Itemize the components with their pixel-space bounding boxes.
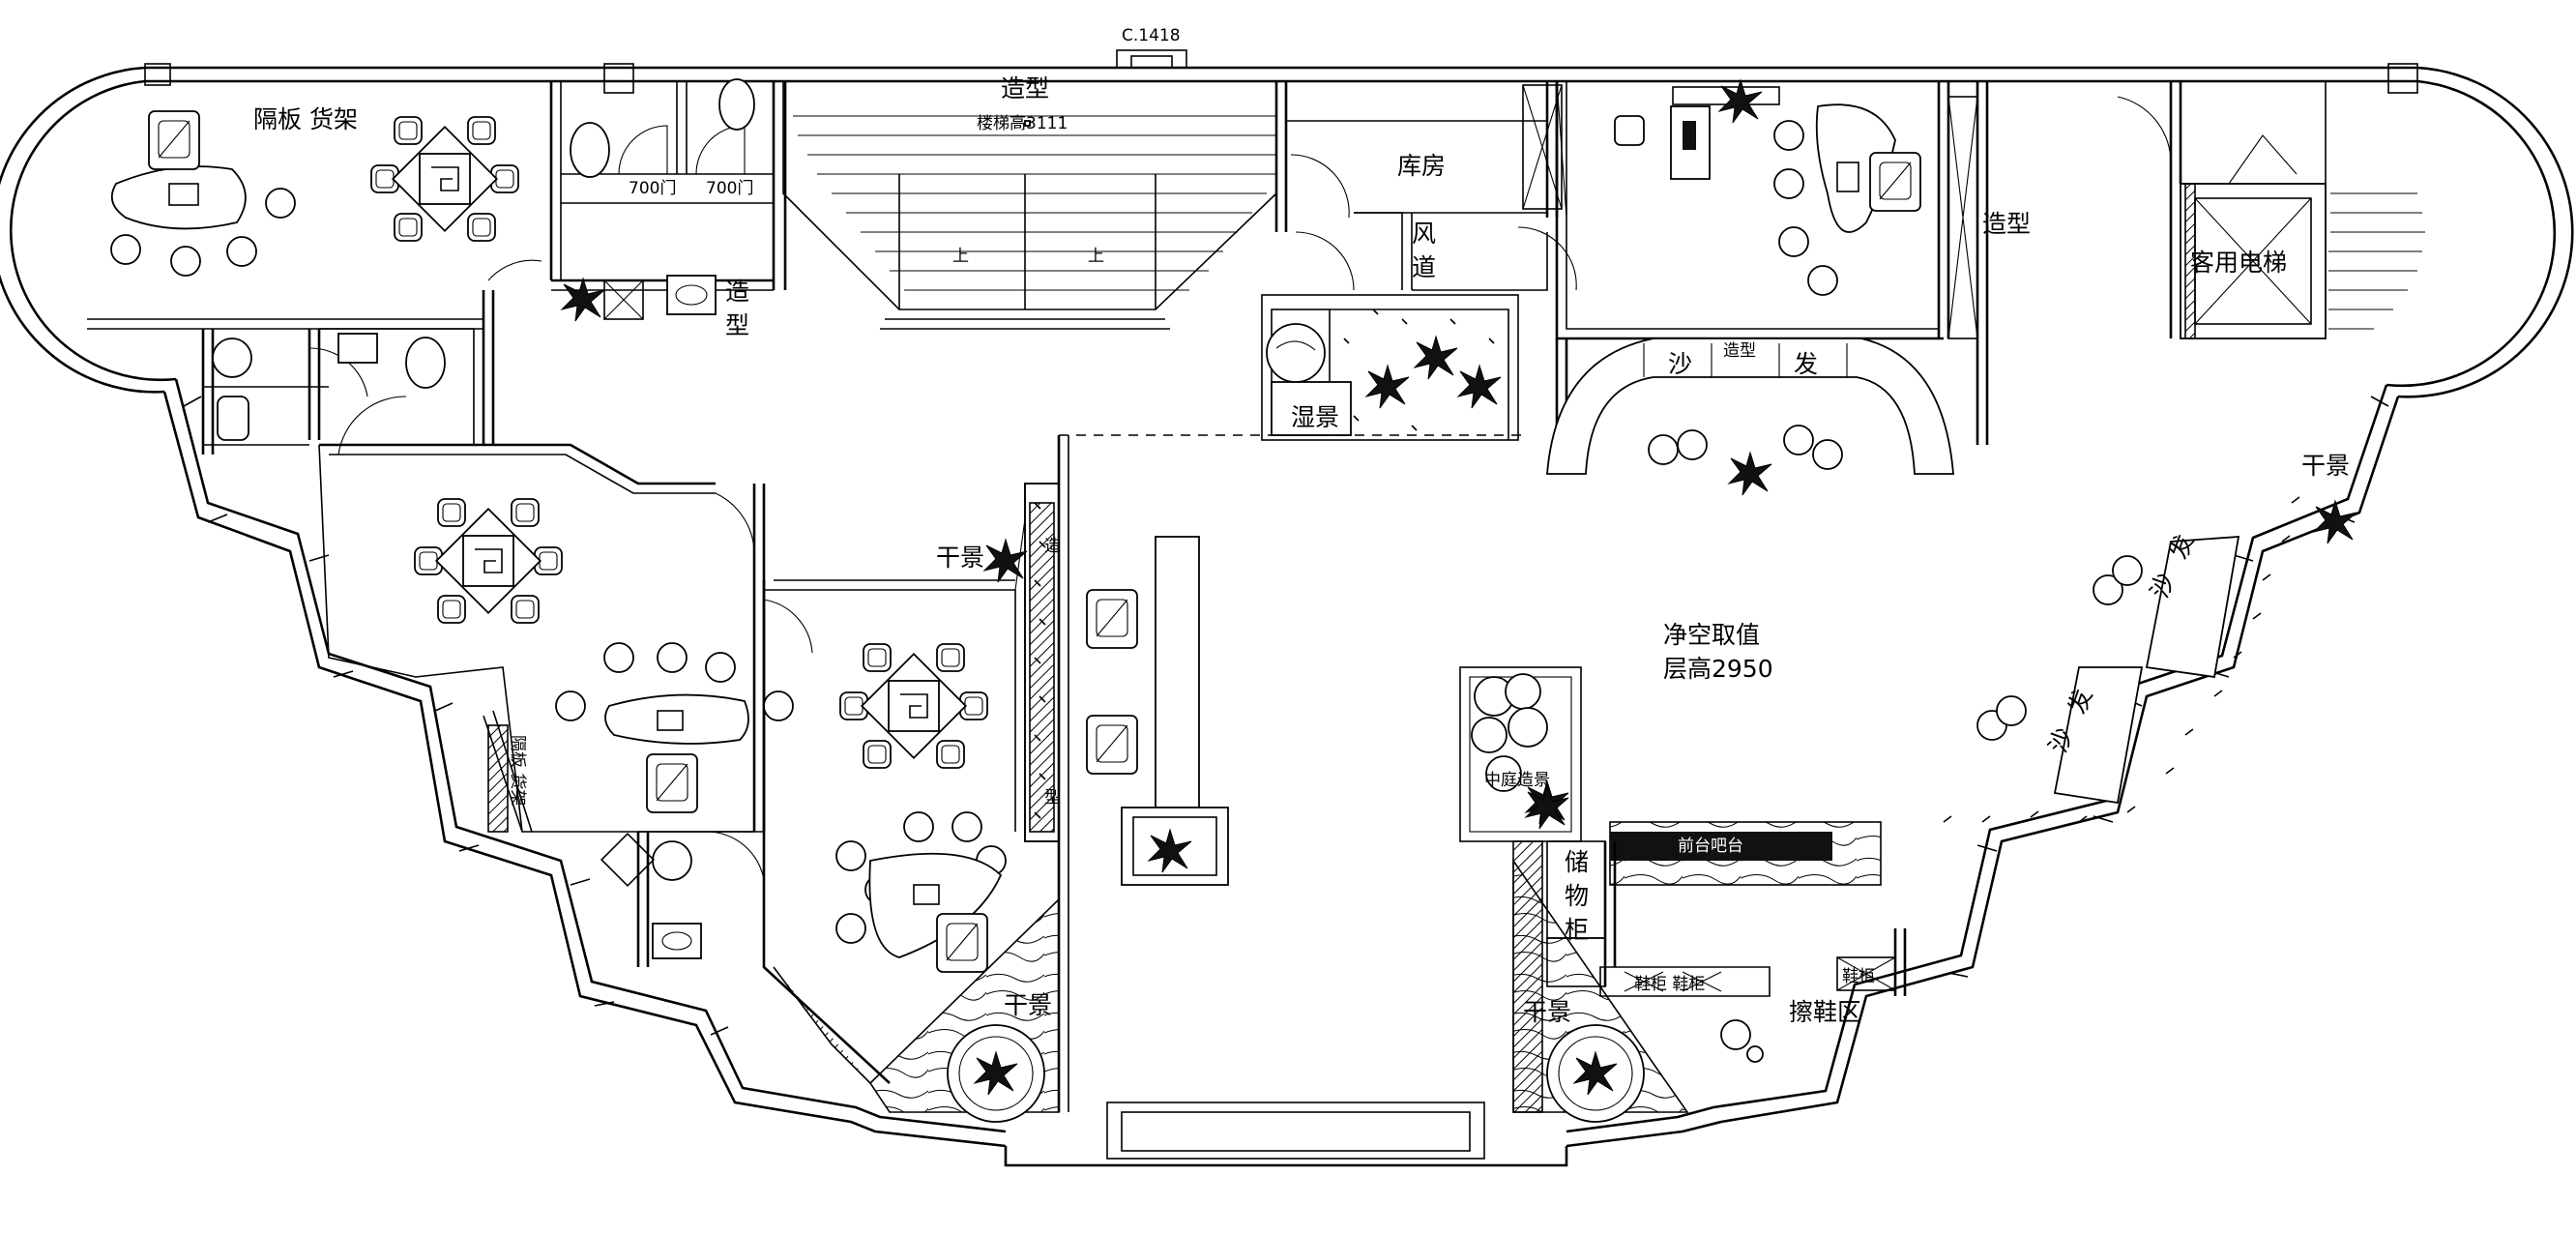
label-sofa-top-3: 发 xyxy=(1794,350,1818,378)
label-dry-scene-bottom-left: 干景 xyxy=(1004,991,1052,1019)
label-shelf-mid: 隔板 货架 xyxy=(508,735,527,806)
label-door-2: 700门 xyxy=(706,179,753,198)
label-dry-scene-bottom-right: 干景 xyxy=(1523,998,1571,1026)
label-model-bath-1: 造 xyxy=(725,278,749,306)
label-floor-height: 层高2950 xyxy=(1663,655,1773,683)
label-stair-up-1: 上 xyxy=(952,247,969,266)
label-sofa-top-1: 沙 xyxy=(1668,350,1692,378)
outer-walls xyxy=(0,49,2574,1167)
door-swings xyxy=(308,96,2172,881)
interior-walls xyxy=(87,80,2425,1113)
label-cabinet-2: 物 xyxy=(1565,882,1589,910)
label-wet-scene: 湿景 xyxy=(1291,403,1339,431)
stair-treads xyxy=(793,115,1276,330)
label-shelf-top: 隔板 货架 xyxy=(253,105,358,133)
label-air-duct-1: 风 xyxy=(1412,220,1436,248)
label-model-left-1: 造 xyxy=(1044,537,1061,556)
label-stair-up-2: 上 xyxy=(1088,247,1104,266)
label-model-top: 造型 xyxy=(1001,74,1049,103)
label-shoe-cab: 鞋柜 鞋柜 xyxy=(1634,975,1705,994)
label-model-bath-2: 型 xyxy=(725,311,749,339)
label-model-left-2: 型 xyxy=(1044,788,1061,808)
label-door-1: 700门 xyxy=(629,179,676,198)
label-courtyard: 中庭造景 xyxy=(1484,771,1550,790)
label-air-duct-2: 道 xyxy=(1412,253,1436,281)
furniture xyxy=(110,78,2240,1063)
label-elevator: 客用电梯 xyxy=(2190,249,2287,277)
label-sofa-top-2: 造型 xyxy=(1723,341,1756,361)
label-top-code: C.1418 xyxy=(1122,26,1181,45)
label-counter: 前台吧台 xyxy=(1678,837,1743,856)
label-cabinet-1: 储 xyxy=(1565,848,1589,876)
plants xyxy=(947,308,2357,1123)
label-model-right: 造型 xyxy=(1982,210,2031,238)
label-stair-note: 楼梯高3111 xyxy=(977,114,1068,133)
label-clearance: 净空取值 xyxy=(1663,621,1760,649)
label-dry-scene-right: 干景 xyxy=(2301,452,2350,480)
labels: C.1418 造型 楼梯高3111 上 上 库房 风 道 湿景 造 型 隔板 货… xyxy=(253,26,2350,1026)
label-shoe-cab-right: 鞋柜 xyxy=(1842,967,1875,986)
label-cabinet-3: 柜 xyxy=(1565,916,1589,944)
label-dry-scene-left: 干景 xyxy=(936,544,984,572)
label-shoe-area: 擦鞋区 xyxy=(1789,998,1861,1026)
label-storage: 库房 xyxy=(1397,152,1446,180)
